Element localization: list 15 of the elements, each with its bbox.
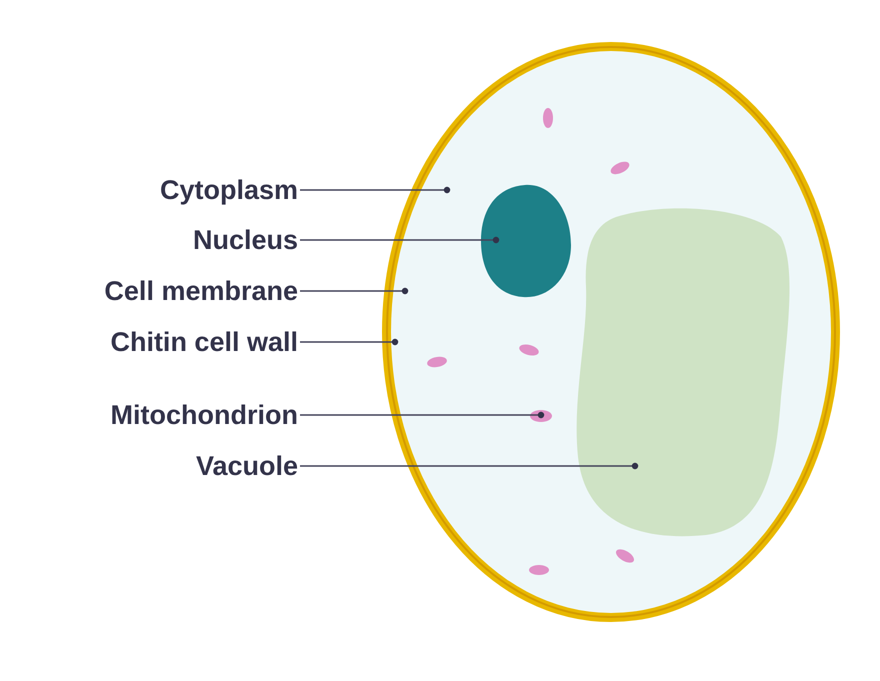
vacuole-shape [576,207,791,537]
part-label: Vacuole [60,450,298,482]
leader-line [300,412,544,418]
nucleus-shape [479,183,571,299]
leader-line [300,338,398,346]
part-label: Cell membrane [20,275,298,307]
part-label: Cytoplasm [60,174,298,206]
leader-line [300,236,500,244]
leader-line [300,462,638,470]
leader-line [300,288,408,294]
part-label: Chitin cell wall [20,326,298,358]
part-label: Nucleus [60,224,298,256]
mitochondrion-shape [530,410,552,422]
leader-line [300,186,450,194]
part-label: Mitochondrion [20,399,298,431]
